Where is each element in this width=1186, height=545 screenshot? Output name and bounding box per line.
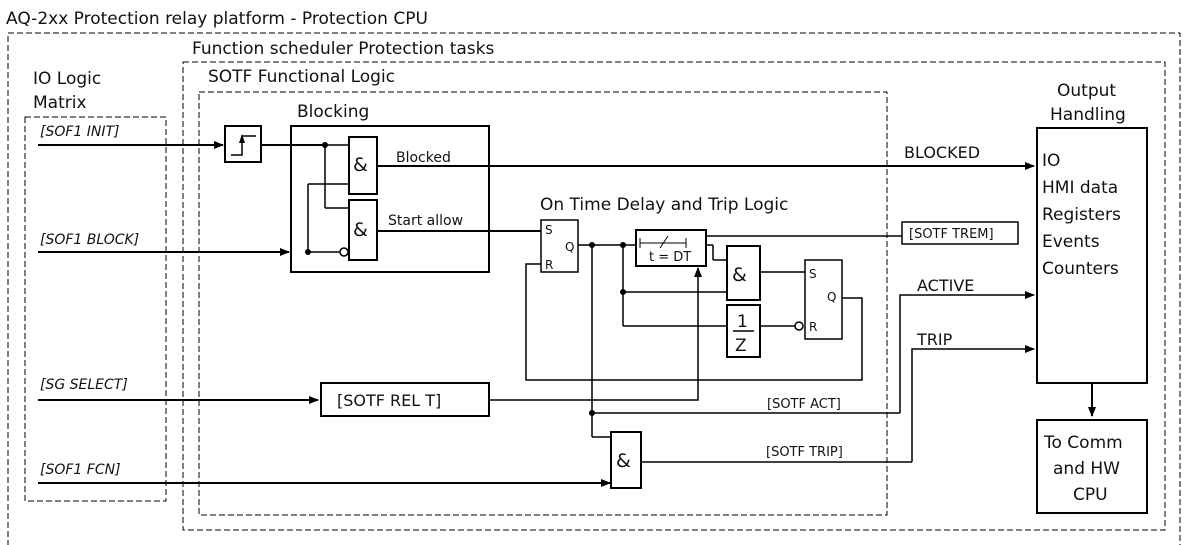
- inverter-bubble-block: [339, 247, 349, 257]
- svg-text:S: S: [809, 267, 817, 281]
- output-active: ACTIVE: [917, 276, 974, 295]
- input-sof1-block: [SOF1 BLOCK]: [40, 232, 139, 248]
- output-item-registers: Registers: [1042, 205, 1121, 225]
- latch-reset-wire: [525, 263, 863, 381]
- scheduler-frame: [182, 61, 1166, 531]
- rel-t-to-timer-wire: [489, 267, 702, 401]
- and-gate-blocked: &: [348, 136, 378, 195]
- edge-detector: [224, 125, 262, 163]
- output-item-hmi: HMI data: [1042, 178, 1118, 198]
- junction-branch: [620, 289, 626, 295]
- sotf-trip-label: [SOTF TRIP]: [766, 445, 843, 460]
- svg-text:S: S: [545, 223, 553, 237]
- output-item-events: Events: [1042, 232, 1100, 252]
- sr-flipflop-trip: S R Q: [804, 259, 843, 340]
- io-matrix-title-line2: Matrix: [33, 93, 87, 113]
- platform-frame: [7, 32, 1181, 545]
- svg-text:t = DT: t = DT: [649, 250, 691, 265]
- output-trip: TRIP: [916, 330, 953, 349]
- svg-text:R: R: [809, 320, 817, 334]
- junction-block: [305, 249, 311, 255]
- io-matrix-frame: [24, 116, 167, 502]
- platform-title: AQ-2xx Protection relay platform - Prote…: [6, 9, 428, 29]
- sr-flipflop-start: S R Q: [540, 219, 579, 273]
- sotf-frame: [198, 91, 888, 516]
- one-over-z-block: 1 Z: [726, 304, 761, 358]
- output-item-counters: Counters: [1042, 259, 1119, 279]
- inverter-bubble-sr2: [794, 321, 804, 331]
- start-allow-label: Start allow: [388, 213, 463, 229]
- svg-text:&: &: [353, 219, 368, 241]
- svg-text:[SOTF REL T]: [SOTF REL T]: [337, 391, 441, 410]
- io-matrix-title-line1: IO Logic: [33, 69, 101, 89]
- svg-text:Q: Q: [565, 240, 574, 254]
- svg-text:Z: Z: [735, 336, 747, 356]
- comm-line1: To Comm: [1043, 433, 1123, 453]
- output-handling-title-line2: Handling: [1050, 105, 1126, 125]
- and-gate-trip-logic: &: [726, 245, 761, 301]
- svg-text:&: &: [732, 264, 747, 286]
- svg-text:[SOTF TREM]: [SOTF TREM]: [909, 227, 994, 242]
- junction-init: [322, 142, 328, 148]
- output-handling-box: [1036, 127, 1148, 384]
- svg-text:&: &: [616, 450, 631, 472]
- comm-line2: and HW: [1053, 459, 1120, 479]
- timing-title: On Time Delay and Trip Logic: [540, 195, 788, 215]
- trip-logic-wiring: [622, 244, 727, 327]
- svg-text:R: R: [545, 258, 553, 272]
- time-delay-block: t = DT: [635, 229, 707, 267]
- active-wire: [899, 291, 1035, 413]
- and-gate-start-allow: &: [348, 199, 378, 261]
- sotf-title: SOTF Functional Logic: [208, 67, 395, 87]
- svg-text:Q: Q: [827, 290, 836, 304]
- input-sof1-fcn: [SOF1 FCN]: [40, 462, 121, 478]
- svg-text:1: 1: [737, 312, 748, 332]
- blocked-label: Blocked: [396, 150, 451, 166]
- input-sg-select: [SG SELECT]: [40, 377, 128, 393]
- svg-text:&: &: [353, 154, 368, 176]
- comm-box: [1036, 419, 1148, 514]
- output-blocked: BLOCKED: [904, 143, 980, 162]
- output-item-io: IO: [1042, 151, 1060, 171]
- blocking-title: Blocking: [297, 102, 369, 122]
- blocking-wiring: [307, 144, 349, 253]
- blocking-box: [290, 125, 490, 273]
- trip-wire: [911, 345, 1035, 462]
- input-sof1-init: [SOF1 INIT]: [40, 124, 120, 140]
- scheduler-title: Function scheduler Protection tasks: [192, 39, 494, 59]
- sotf-rel-t-box: [SOTF REL T]: [320, 382, 490, 417]
- sotf-act-label: [SOTF ACT]: [767, 397, 841, 412]
- and-gate-trip: &: [610, 431, 642, 489]
- sotf-trem-box: [SOTF TREM]: [901, 221, 1019, 245]
- output-handling-title-line1: Output: [1057, 81, 1116, 101]
- comm-line3: CPU: [1073, 485, 1108, 505]
